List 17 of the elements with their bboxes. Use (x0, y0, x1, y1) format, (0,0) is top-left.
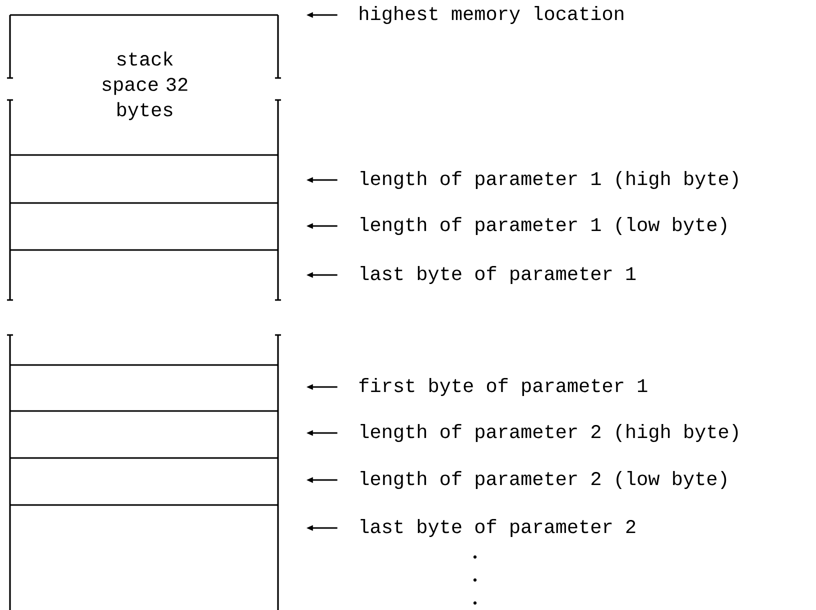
stack-cell (9, 154, 279, 204)
stack-cell (9, 202, 279, 251)
memory-label: length of parameter 2 (low byte) (360, 471, 726, 490)
memory-label: length of parameter 2 (high byte) (360, 424, 738, 442)
memory-label: length of parameter 1 (low byte) (360, 217, 726, 236)
memory-label: first byte of parameter 1 (359, 378, 648, 396)
stack-cell (9, 364, 279, 412)
stack-space-cell: stack space 32 bytes (6, 14, 282, 156)
stack-cell (9, 457, 279, 506)
stack-cell (6, 334, 282, 366)
stack-cell (6, 249, 282, 301)
stack-cell (9, 504, 279, 610)
memory-label: last byte of parameter 2 (360, 519, 636, 538)
stack-cell (9, 410, 279, 459)
memory-label: length of parameter 1 (high byte) (360, 171, 738, 190)
memory-label: highest memory location (360, 6, 624, 24)
memory-label: last byte of parameter 1 (360, 266, 636, 284)
